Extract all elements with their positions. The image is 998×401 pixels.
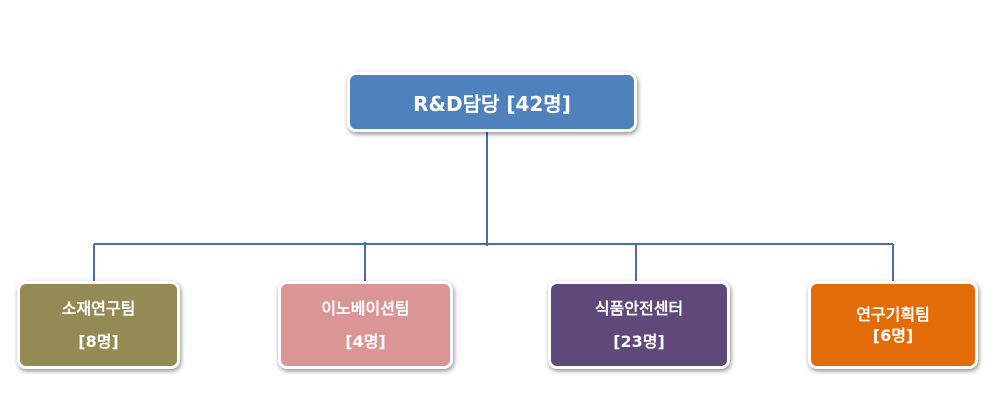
team-node-materials-research[interactable]: 소재연구팀 [8명]: [17, 281, 180, 369]
team-count: [23명]: [613, 332, 665, 351]
team-name: 소재연구팀: [61, 298, 136, 318]
team-node-innovation[interactable]: 이노베이션팀 [4명]: [278, 281, 453, 369]
root-node-label: R&D담당 [42명]: [413, 91, 571, 116]
team-name: 식품안전센터: [594, 298, 684, 318]
team-node-food-safety-center[interactable]: 식품안전센터 [23명]: [548, 281, 730, 369]
team-count: [6명]: [872, 326, 914, 345]
team-name: 이노베이션팀: [321, 298, 410, 318]
team-count: [8명]: [78, 332, 119, 351]
team-node-research-planning[interactable]: 연구기획팀 [6명]: [808, 281, 978, 369]
team-count: [4명]: [345, 332, 386, 351]
team-name: 연구기획팀: [856, 304, 930, 324]
root-node-rnd[interactable]: R&D담당 [42명]: [347, 72, 637, 132]
